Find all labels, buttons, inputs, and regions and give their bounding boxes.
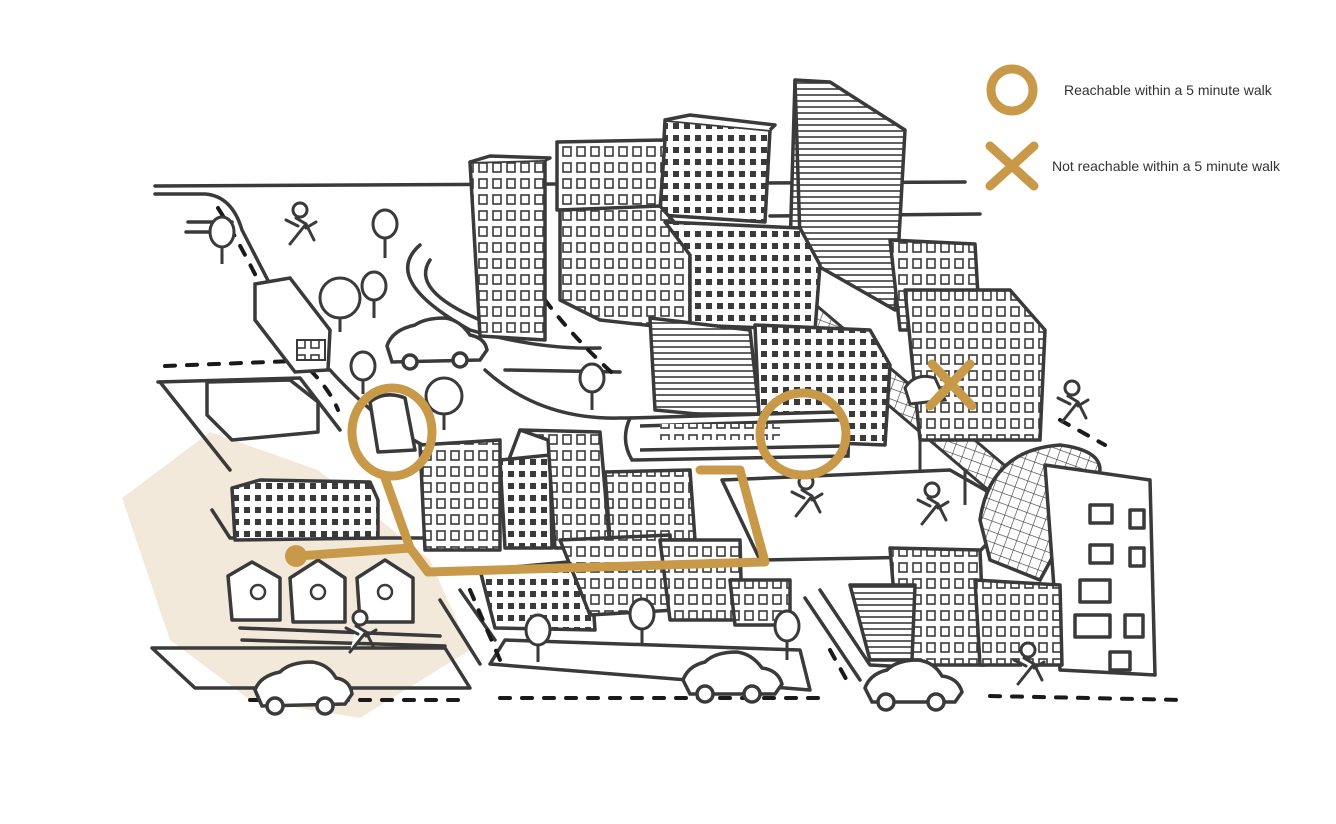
legend-label-reachable: Reachable within a 5 minute walk (1064, 82, 1272, 98)
road-dashes (163, 206, 1187, 702)
legend-label-not-reachable: Not reachable within a 5 minute walk (1052, 158, 1281, 174)
circle-marker-icon (986, 64, 1038, 116)
route-start-point (285, 545, 307, 567)
reachable-marker-station (755, 388, 851, 480)
trees (208, 208, 801, 662)
front-buildings (205, 378, 1157, 677)
legend-item-not-reachable: Not reachable within a 5 minute walk (984, 138, 1280, 194)
route-path (293, 465, 770, 577)
house-windows (249, 583, 394, 601)
not-reachable-marker-viaduct (925, 359, 977, 411)
buildings (468, 78, 1047, 447)
reachable-marker-shop (347, 383, 437, 481)
cross-marker-icon (985, 141, 1039, 191)
walking-route (293, 359, 977, 577)
legend-item-reachable: Reachable within a 5 minute walk (984, 62, 1272, 118)
pedestrians (284, 201, 1090, 686)
train (623, 410, 850, 462)
cars (253, 316, 964, 716)
